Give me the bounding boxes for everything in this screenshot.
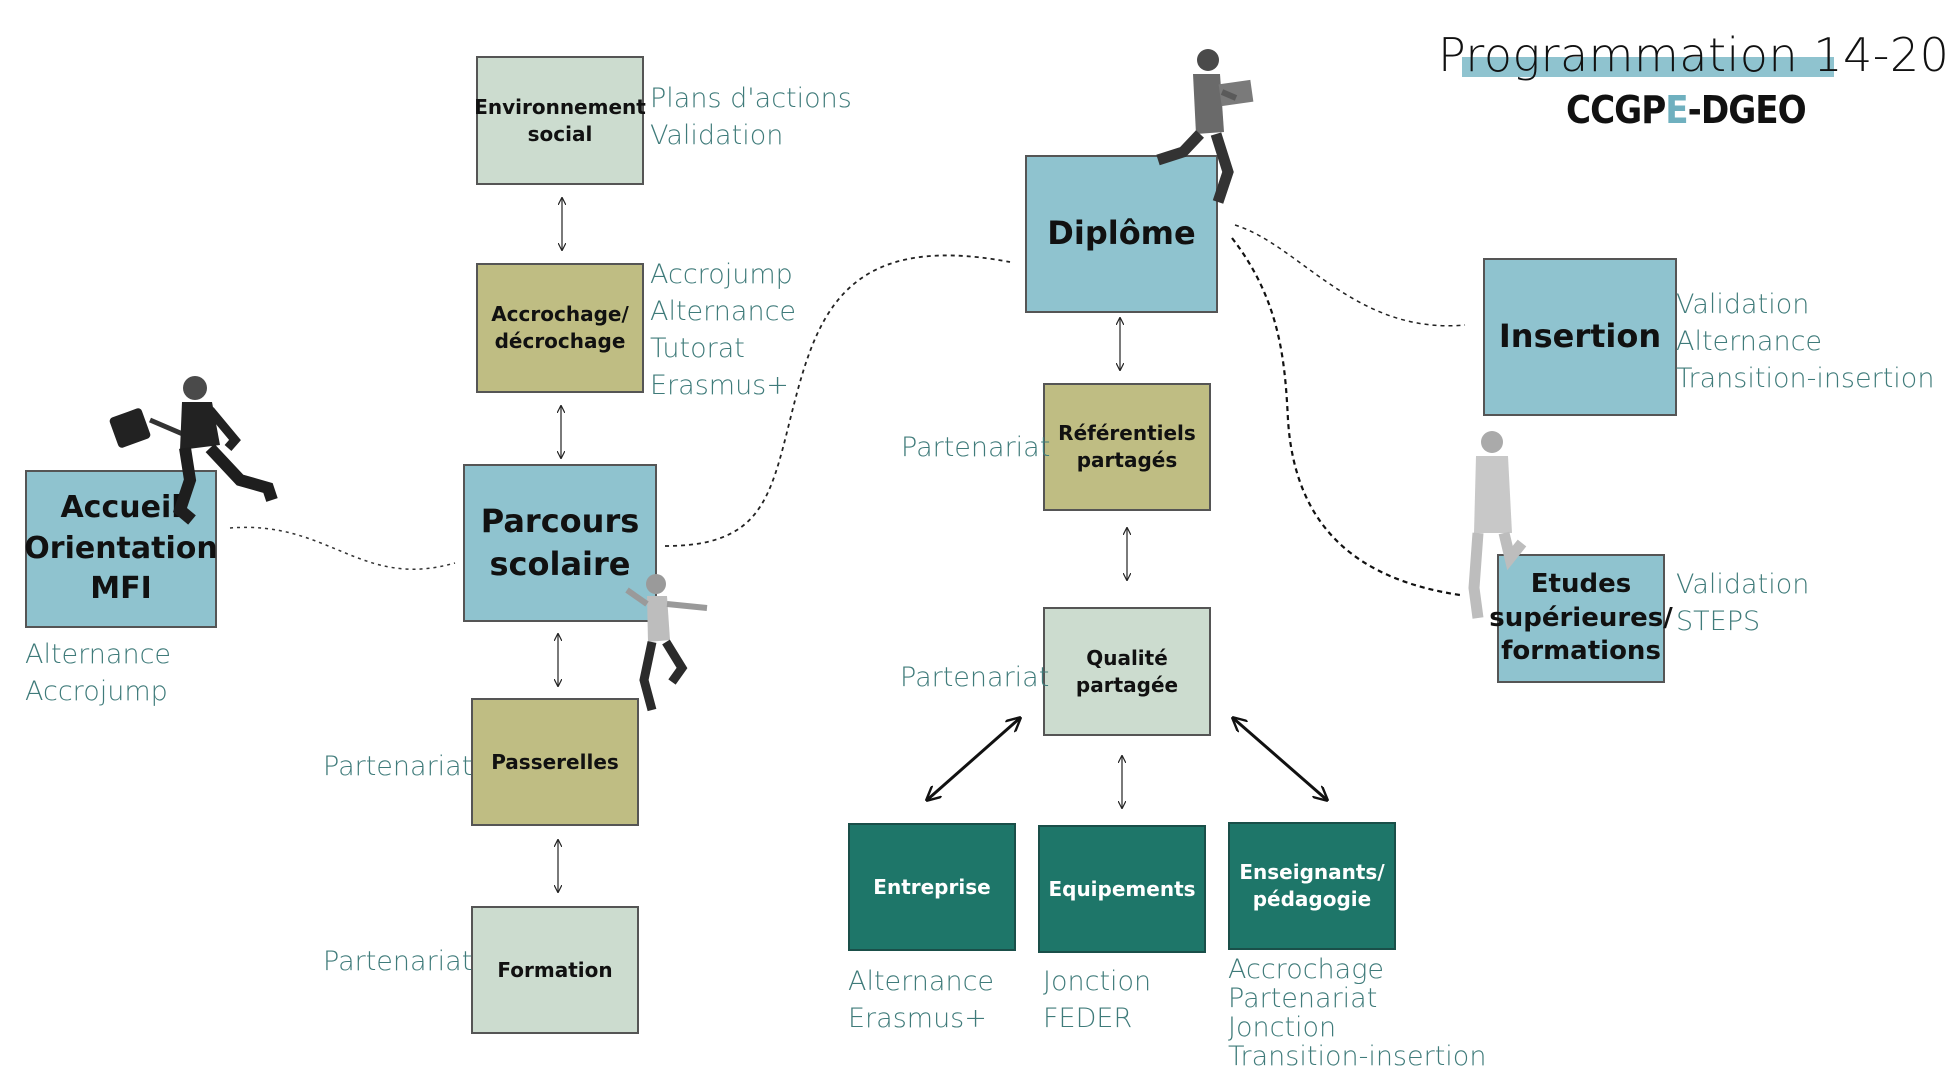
box-line: Orientation [24,530,218,566]
box-accrochage: Accrochage/décrochage [476,263,644,393]
note-line: Jonction [1043,966,1152,997]
box-line: partagés [1076,448,1178,472]
title-highlight-bar [1462,57,1834,77]
arrow-qualite-enseignants [1233,718,1327,800]
box-line: Etudes [1530,568,1632,599]
box-line: Formation [497,957,613,982]
note-line: Validation [650,120,784,151]
box-entreprise: Entreprise [848,823,1016,951]
businessman-jumping-figure [109,376,278,525]
box-line: MFI [90,571,152,607]
box-line: Equipements [1048,876,1196,901]
note-line: Partenariat [900,662,1050,693]
box-line: Qualité [1086,645,1168,670]
notes-enseignants: Accrochage Partenariat Jonction Transiti… [1228,955,1486,1071]
notes-insertion: Validation Alternance Transition-inserti… [1676,286,1934,397]
notes-referentiels: Partenariat [901,429,1050,466]
box-equipements: Equipements [1038,825,1206,953]
notes-passerelles: Partenariat [323,748,472,785]
notes-environnement: Plans d'actions Validation [650,80,852,154]
laptop-man-jumping-figure [1156,49,1254,204]
box-line: supérieures/ [1489,602,1673,633]
note-line: STEPS [1676,606,1761,637]
subtitle-part1: CCGP [1566,88,1666,132]
notes-accueil: Alternance Accrojump [25,636,171,710]
box-diplome: Diplôme [1025,155,1218,313]
box-referentiels-partages: Référentiels partagés [1043,383,1211,511]
box-line: Passerelles [491,749,619,774]
note-line: Partenariat [323,751,473,782]
note-line: Partenariat [1228,983,1378,1014]
box-line: Accrochage/ [491,302,629,326]
note-line: Alternance [1676,326,1823,357]
arrow-qualite-entreprise [927,718,1020,800]
notes-formation: Partenariat [323,943,472,980]
subtitle-part2: -DGEO [1687,88,1807,132]
title-block: Programmation 14-20 [1438,28,1949,88]
box-insertion: Insertion [1483,258,1677,416]
note-line: Alternance [25,639,172,670]
note-line: Partenariat [901,432,1051,463]
note-line: Validation [1676,569,1810,600]
note-line: Accrojump [650,259,793,290]
notes-qualite: Partenariat [900,659,1049,696]
notes-etudes: Validation STEPS [1676,566,1809,640]
page-subtitle: CCGPE-DGEO [1566,88,1807,132]
note-line: Erasmus+ [650,370,789,401]
box-line: décrochage [494,329,626,353]
worker-woman-jumping-figure [625,574,708,712]
box-passerelles: Passerelles [471,698,639,826]
note-line: Transition-insertion [1676,363,1935,394]
curve-diplome-insertion [1234,224,1466,327]
box-enseignants-pedagogie: Enseignants/pédagogie [1228,822,1396,950]
box-line: Enseignants/ [1239,860,1385,884]
notes-accrochage: Accrojump Alternance Tutorat Erasmus+ [650,256,796,404]
note-line: Accrojump [25,676,168,707]
note-line: Tutorat [650,333,745,364]
box-line: Entreprise [873,874,991,899]
note-line: Erasmus+ [848,1003,987,1034]
curve-diplome-etudes [1231,237,1461,597]
box-line: Parcours [480,501,640,540]
box-line: scolaire [489,545,631,583]
note-line: Alternance [848,966,995,997]
note-line: Accrochage [1228,954,1385,985]
box-line: formations [1501,636,1661,667]
note-line: FEDER [1043,1003,1133,1034]
box-line: Accueil [60,490,182,526]
box-line: partagée [1075,672,1179,697]
box-line: Insertion [1498,317,1662,356]
note-line: Partenariat [323,946,473,977]
subtitle-accent: E [1665,88,1688,132]
box-line: social [527,121,593,146]
note-line: Plans d'actions [650,83,852,114]
note-line: Validation [1676,289,1810,320]
note-line: Transition-insertion [1228,1041,1487,1072]
box-line: pédagogie [1252,887,1372,911]
box-line: Référentiels [1058,421,1196,445]
box-formation: Formation [471,906,639,1034]
box-parcours-scolaire: Parcours scolaire [463,464,657,622]
page-title: Programmation 14-20 [1438,28,1949,82]
box-line: Environnement [474,94,646,119]
note-line: Jonction [1228,1012,1337,1043]
notes-entreprise: Alternance Erasmus+ [848,963,994,1037]
note-line: Alternance [650,296,797,327]
notes-equipements: Jonction FEDER [1043,963,1151,1037]
nurse-figure [1468,431,1527,619]
box-line: Diplôme [1047,214,1196,253]
